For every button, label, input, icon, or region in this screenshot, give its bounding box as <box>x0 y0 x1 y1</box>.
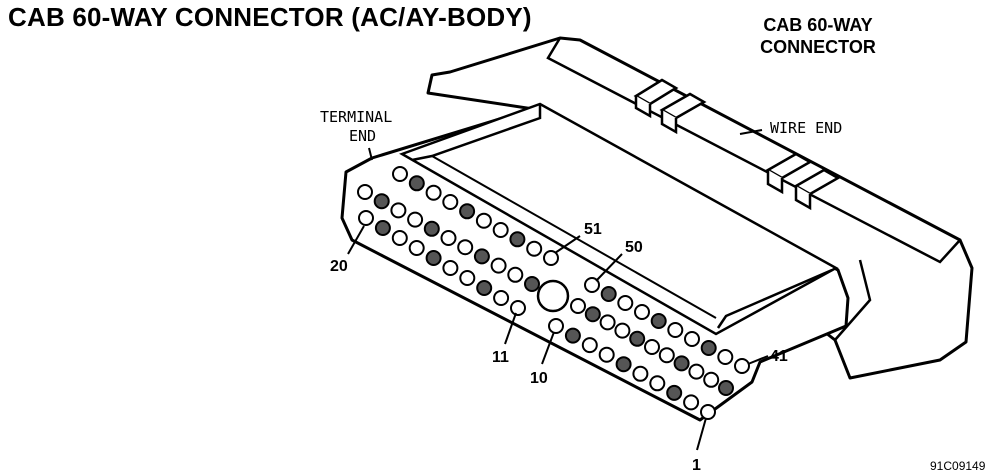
row-right-top-cavity <box>700 340 717 356</box>
latch-tab-2 <box>765 152 841 211</box>
row-bottom-cavity <box>581 337 598 354</box>
row-middle-cavity <box>493 290 510 306</box>
row-upper-cavity <box>457 239 474 256</box>
row-upper-cavity <box>357 184 373 200</box>
row-right-mid-cavity <box>658 347 675 364</box>
figure-id: 91C09149 <box>930 459 986 473</box>
pin-callouts: 20 51 50 11 10 41 1 <box>330 221 788 474</box>
row-upper-cavity <box>390 202 407 219</box>
row-top-cavity <box>408 175 425 192</box>
pin11-leader <box>504 312 517 345</box>
row-right-mid-cavity <box>673 355 690 372</box>
row-bottom-cavity <box>700 404 716 420</box>
terminal-cavities <box>357 166 750 420</box>
row-right-top-cavity <box>617 295 634 311</box>
row-middle-cavity <box>476 280 493 296</box>
row-bottom-cavity <box>649 375 666 392</box>
row-upper-cavity <box>473 248 490 265</box>
row-upper-cavity <box>524 276 540 292</box>
row-middle-cavity <box>391 230 408 246</box>
pin1-leader <box>696 417 707 451</box>
row-right-top-cavity <box>667 322 684 338</box>
row-upper-cavity <box>423 220 440 237</box>
row-upper-cavity <box>507 266 524 283</box>
row-middle-cavity <box>408 240 425 256</box>
face-rail-right <box>716 268 833 329</box>
row-right-top-cavity <box>584 277 600 293</box>
row-top-cavity <box>425 184 442 201</box>
row-right-mid-cavity <box>570 298 586 314</box>
row-middle-cavity <box>510 300 526 316</box>
row-right-mid-cavity <box>629 330 646 347</box>
row-bottom-cavity <box>548 318 564 334</box>
wire-end-leader <box>739 129 763 135</box>
row-right-top-cavity <box>650 313 667 329</box>
pin20-callout: 20 <box>330 258 348 275</box>
row-bottom-cavity <box>666 384 683 401</box>
row-upper-cavity <box>440 230 457 246</box>
page-title: CAB 60-WAY CONNECTOR (AC/AY-BODY) <box>8 2 532 32</box>
row-right-top-cavity <box>634 304 650 320</box>
row-middle-cavity <box>442 260 459 276</box>
subtitle-line-1: CAB 60-WAY <box>763 15 873 35</box>
row-right-top-cavity <box>734 358 750 374</box>
row-top-cavity <box>492 222 509 238</box>
row-middle-cavity <box>459 270 476 286</box>
terminal-end-leader <box>368 147 373 161</box>
subtitle-line-2: CONNECTOR <box>760 37 876 57</box>
row-right-mid-cavity <box>688 363 705 380</box>
row-upper-cavity <box>407 211 424 228</box>
row-right-top-cavity <box>684 331 700 347</box>
row-upper-cavity <box>490 257 507 274</box>
row-top-cavity <box>475 212 492 229</box>
housing-step-line <box>546 37 961 264</box>
row-bottom-cavity <box>598 346 615 363</box>
row-top-cavity <box>442 194 459 210</box>
row-right-mid-cavity <box>599 314 616 331</box>
latch-tab-1 <box>633 78 707 135</box>
pin50-leader <box>595 253 623 282</box>
pin11-callout: 11 <box>492 349 509 366</box>
pin51-callout: 51 <box>584 221 602 238</box>
pin41-callout: 41 <box>770 348 788 365</box>
pin50-callout: 50 <box>625 239 643 256</box>
polarizing-hole <box>536 279 570 313</box>
row-right-mid-cavity <box>703 371 720 388</box>
pin10-leader <box>541 331 555 365</box>
pin41-leader <box>747 355 769 365</box>
row-middle-cavity <box>374 220 391 236</box>
row-top-cavity <box>509 231 526 248</box>
terminal-end-label-2: END <box>349 127 376 145</box>
row-right-mid-cavity <box>584 306 601 323</box>
row-top-cavity <box>526 240 543 257</box>
diagram-subtitle: CAB 60-WAY CONNECTOR <box>718 14 918 58</box>
row-right-mid-cavity <box>614 322 631 339</box>
row-right-top-cavity <box>600 286 617 302</box>
pin10-callout: 10 <box>530 370 548 387</box>
terminal-end-label-1: TERMINAL <box>320 108 392 126</box>
row-top-cavity <box>543 250 559 266</box>
row-bottom-cavity <box>564 327 581 344</box>
row-right-top-cavity <box>717 349 734 365</box>
row-bottom-cavity <box>615 356 632 373</box>
wire-end-label: WIRE END <box>770 119 842 137</box>
row-bottom-cavity <box>632 365 649 382</box>
row-middle-cavity <box>358 210 374 226</box>
face-top-recess <box>399 102 839 336</box>
pin51-leader <box>554 235 581 254</box>
row-top-cavity <box>459 203 476 220</box>
pin20-leader <box>347 225 365 255</box>
row-right-mid-cavity <box>644 339 660 355</box>
row-upper-cavity <box>373 193 390 210</box>
pin1-callout: 1 <box>692 457 701 474</box>
row-right-mid-cavity <box>718 380 734 396</box>
row-bottom-cavity <box>683 394 700 411</box>
row-top-cavity <box>392 166 408 182</box>
face-rail-inner <box>431 155 717 319</box>
row-middle-cavity <box>425 250 442 266</box>
face-rail-left <box>411 104 542 162</box>
